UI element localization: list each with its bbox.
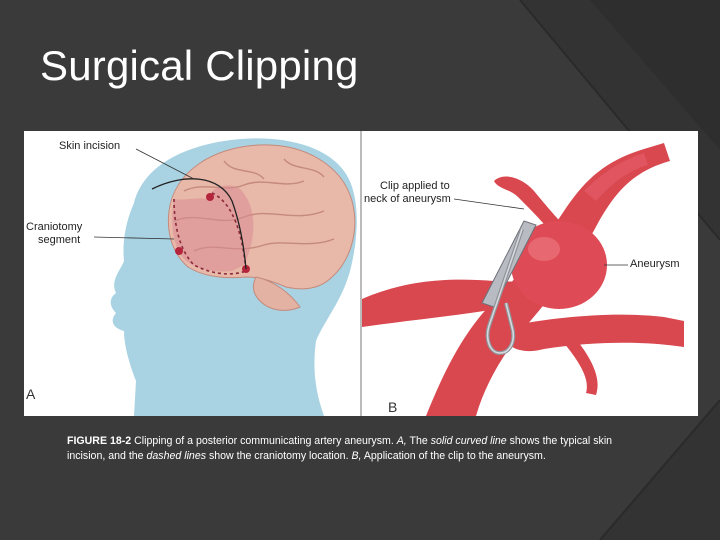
panel-a-incision-line bbox=[151, 178, 247, 270]
panel-b-letter: B bbox=[388, 399, 398, 415]
label-clip-line2: neck of aneurysm bbox=[364, 193, 451, 205]
label-skin-incision: Skin incision bbox=[59, 140, 121, 152]
caption-a-letter: A, bbox=[396, 435, 407, 447]
caption-text-4: show the craniotomy location. bbox=[206, 450, 352, 462]
caption-text-5: Application of the clip to the aneurysm. bbox=[361, 450, 546, 462]
caption-text-2: The bbox=[406, 435, 431, 447]
figure-illustration bbox=[93, 131, 684, 416]
panel-b-leader-lines bbox=[453, 198, 628, 266]
slide-title: Surgical Clipping bbox=[40, 42, 359, 89]
label-aneurysm: Aneurysm bbox=[630, 258, 680, 270]
panel-a-letter: A bbox=[26, 386, 36, 402]
panel-a-brain bbox=[167, 144, 356, 311]
caption-b-letter: B, bbox=[351, 450, 362, 462]
caption-text-3: shows the typical skin incision, and the bbox=[67, 435, 613, 462]
panel-b-clip bbox=[481, 220, 537, 356]
panel-b-aneurysm bbox=[511, 221, 607, 309]
caption-solid-line: solid curved line bbox=[430, 435, 507, 447]
label-craniotomy-line2: segment bbox=[38, 234, 81, 246]
panel-a-leader-lines bbox=[93, 148, 195, 240]
figure: Skin incision Craniotomy segment A Clip … bbox=[24, 131, 698, 416]
label-clip-line1: Clip applied to bbox=[380, 180, 450, 192]
figure-caption: FIGURE 18-2 Clipping of a posterior comm… bbox=[67, 434, 637, 464]
caption-figure-number: FIGURE 18-2 bbox=[67, 435, 132, 447]
caption-dashed: dashed lines bbox=[146, 450, 207, 462]
caption-text-1: Clipping of a posterior communicating ar… bbox=[131, 435, 397, 447]
label-craniotomy-line1: Craniotomy bbox=[26, 221, 83, 233]
